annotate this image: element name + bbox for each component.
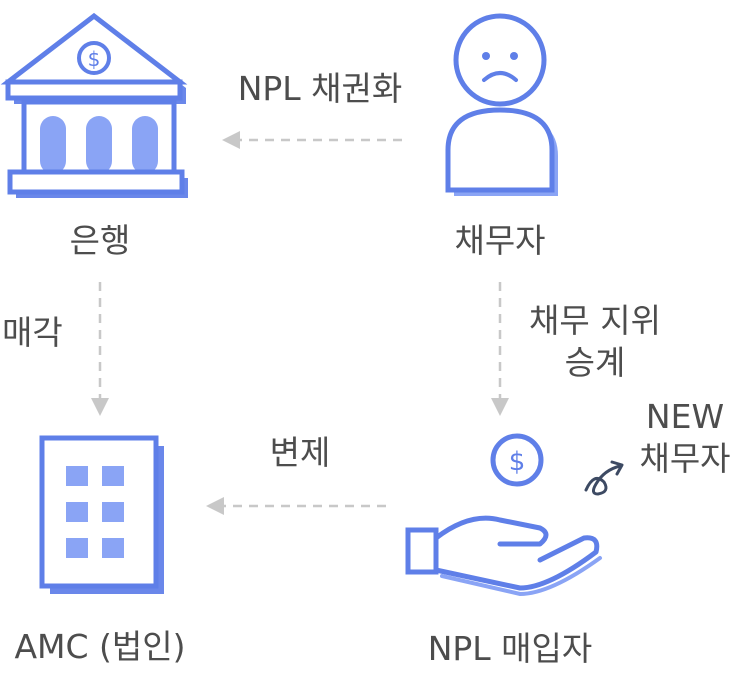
svg-text:$: $ [509, 447, 526, 477]
svg-text:$: $ [88, 47, 101, 71]
hand-coin-icon: $ [405, 433, 602, 597]
bank-label: 은행 [69, 221, 131, 260]
arrow-buyer-to-amc [206, 497, 386, 515]
new-debtor-line1: NEW [645, 397, 725, 436]
amc-label: AMC (법인) [14, 627, 186, 666]
squiggle-arrow-icon [584, 460, 624, 496]
arrow-debtor-to-bank [222, 131, 402, 149]
bank-icon: $ [0, 12, 188, 198]
edge-label-npl-securitization: NPL 채권화 [237, 69, 403, 108]
debtor-label: 채무자 [454, 221, 546, 260]
edge-label-sale: 매각 [2, 313, 63, 352]
buyer-label: NPL 매입자 [427, 629, 593, 668]
building-icon [39, 435, 164, 594]
edge-label-debt-assumption-line2: 승계 [564, 343, 626, 382]
new-debtor-line2: 채무자 [639, 439, 731, 478]
sad-person-icon [445, 13, 558, 196]
edge-label-repayment: 변제 [269, 433, 331, 472]
edge-label-debt-assumption-line1: 채무 지위 [529, 301, 661, 340]
arrow-bank-to-amc [91, 282, 109, 416]
arrow-debtor-to-buyer [491, 282, 509, 416]
